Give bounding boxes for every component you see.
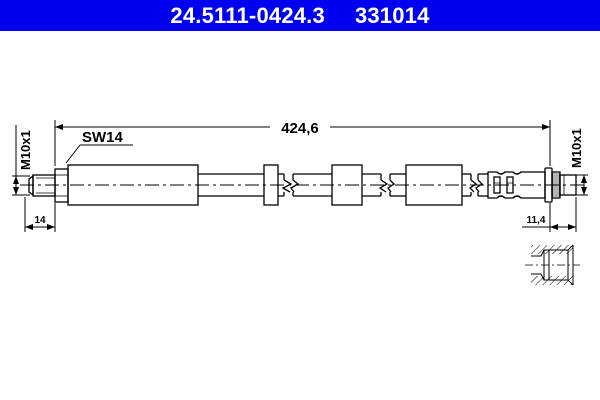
middle-collar — [331, 164, 363, 206]
title-bar: 24.5111-0424.3 331014 — [0, 0, 600, 31]
right-thread-label: M10x1 — [569, 128, 584, 168]
right-body — [405, 164, 463, 206]
hose-segment-2 — [362, 173, 406, 197]
hose-segment-1 — [198, 164, 332, 206]
dimensions — [12, 120, 588, 232]
right-fitting — [462, 167, 577, 203]
right-thread-length-label: 11,4 — [527, 215, 546, 226]
port-detail — [525, 244, 580, 286]
left-fitting — [28, 164, 199, 206]
left-thread-length-label: 14 — [34, 215, 46, 226]
wrench-size-label: SW14 — [82, 129, 124, 146]
reference-number: 331014 — [354, 2, 430, 28]
left-thread-label: M10x1 — [18, 130, 33, 170]
overall-length-label: 424,6 — [281, 120, 319, 137]
part-number: 24.5111-0424.3 — [170, 2, 325, 28]
